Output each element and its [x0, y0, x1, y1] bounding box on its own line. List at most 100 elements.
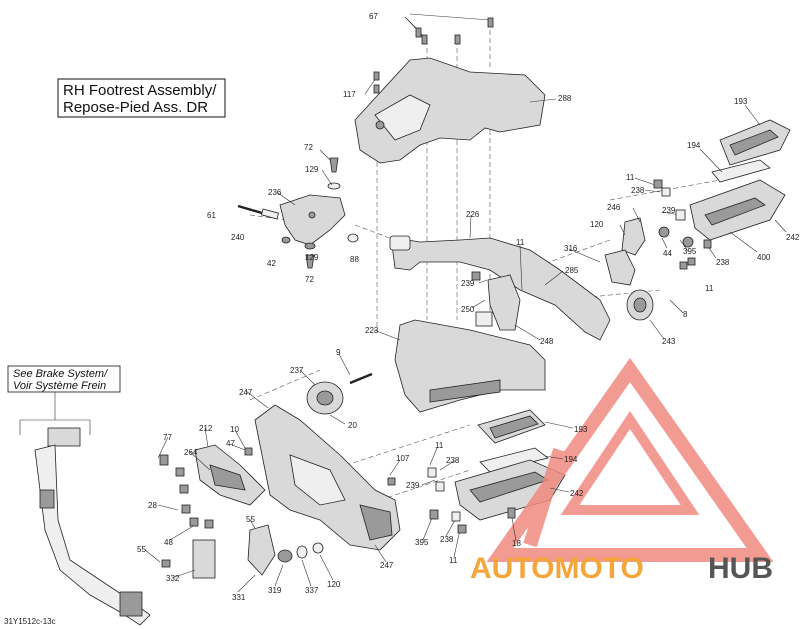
- part-193-grip-lower: [489, 415, 539, 439]
- callout-238-d: 238: [440, 535, 454, 544]
- callout-55-b: 55: [137, 545, 146, 554]
- callout-120-b: 120: [327, 580, 341, 589]
- leader-lines: [144, 13, 787, 593]
- callout-117: 117: [343, 90, 356, 99]
- part-212-grip: [209, 464, 246, 491]
- callout-11-e: 11: [449, 556, 458, 565]
- part-319-nut: [277, 549, 293, 563]
- callout-55-a: 55: [246, 515, 255, 524]
- callout-42: 42: [267, 259, 276, 268]
- callout-9: 9: [336, 348, 341, 357]
- callout-246: 246: [607, 203, 621, 212]
- figure-code: 31Y1512c-13c: [4, 617, 56, 626]
- callout-236: 236: [268, 188, 282, 197]
- brake-system-sketch: [19, 392, 151, 626]
- watermark-logo: [486, 357, 774, 562]
- brake-note-box: See Brake System/ Voir Système Frein: [7, 365, 121, 393]
- callout-193-top: 193: [734, 97, 748, 106]
- callout-numbers: 67 117 288 193 194 72 129 236 61 240 42 …: [137, 12, 800, 602]
- part-226-frame-tube: [391, 237, 611, 341]
- callout-247-top: 247: [239, 388, 253, 397]
- part-129-washer-top: [327, 182, 341, 190]
- part-246-mount: [621, 217, 646, 256]
- part-243-bore: [633, 297, 647, 313]
- title-box: RH Footrest Assembly/ Repose-Pied Ass. D…: [57, 78, 226, 118]
- part-9-bolt: [349, 372, 373, 385]
- callout-240: 240: [231, 233, 245, 242]
- watermark-text: AUTOMOTO HUB: [470, 552, 773, 585]
- part-331-bracket: [247, 524, 276, 576]
- callout-47: 47: [226, 439, 235, 448]
- callout-238-a: 238: [631, 186, 645, 195]
- title-line-2: Repose-Pied Ass. DR: [63, 99, 208, 116]
- callout-395-b: 395: [415, 538, 429, 547]
- callout-238-b: 238: [716, 258, 730, 267]
- callout-18: 18: [512, 539, 521, 548]
- callout-239-a: 239: [662, 206, 676, 215]
- callout-337: 337: [305, 586, 319, 595]
- part-337-washer: [296, 545, 308, 559]
- callout-44: 44: [663, 249, 672, 258]
- part-316-guard: [604, 249, 636, 286]
- callout-239-c: 239: [406, 481, 420, 490]
- callout-316: 316: [564, 244, 578, 253]
- part-288-hole: [375, 120, 385, 130]
- callout-288: 288: [558, 94, 572, 103]
- callout-120-a: 120: [590, 220, 604, 229]
- part-194-plate-lower: [479, 447, 549, 473]
- part-247-web: [289, 454, 346, 506]
- callout-48: 48: [164, 538, 173, 547]
- callout-247-bottom: 247: [380, 561, 394, 570]
- callout-8: 8: [683, 310, 688, 319]
- callout-11-d: 11: [435, 441, 444, 450]
- callout-72-top: 72: [304, 143, 313, 152]
- part-88-washer: [347, 233, 359, 243]
- part-242-grip-top: [704, 197, 766, 226]
- title-line-1: RH Footrest Assembly/: [63, 82, 217, 99]
- part-193-grip: [729, 129, 779, 156]
- callout-264: 264: [184, 448, 198, 457]
- part-236-hole: [308, 211, 316, 219]
- callout-194-lower: 194: [564, 455, 578, 464]
- brake-note-line-2: Voir Système Frein: [13, 380, 106, 392]
- callout-129-bottom: 129: [305, 253, 319, 262]
- callout-194-top: 194: [687, 141, 701, 150]
- callout-250: 250: [461, 305, 475, 314]
- part-223-fins: [429, 379, 501, 403]
- callout-28: 28: [148, 501, 157, 510]
- part-236-bracket: [279, 194, 346, 246]
- callout-332: 332: [166, 574, 180, 583]
- part-72-bolt-bottom: [305, 254, 315, 269]
- part-248-plate: [487, 274, 521, 331]
- callout-67: 67: [369, 12, 378, 21]
- callout-237: 237: [290, 366, 304, 375]
- callout-223: 223: [365, 326, 379, 335]
- part-240-spacer: [261, 208, 279, 220]
- part-288-inner: [374, 94, 431, 141]
- hardware-fasteners: [159, 17, 712, 568]
- part-194-plate-top: [711, 159, 771, 183]
- watermark-word-hub: HUB: [708, 552, 773, 585]
- callout-88: 88: [350, 255, 359, 264]
- callout-395-a: 395: [683, 247, 697, 256]
- callout-285: 285: [565, 266, 579, 275]
- part-226-bushing: [389, 235, 411, 251]
- callout-72-bottom: 72: [305, 275, 314, 284]
- callout-400: 400: [757, 253, 771, 262]
- part-61-bolt: [237, 204, 263, 215]
- callout-243: 243: [662, 337, 676, 346]
- callout-248: 248: [540, 337, 554, 346]
- callout-107: 107: [396, 454, 410, 463]
- callout-212: 212: [199, 424, 213, 433]
- part-332-cover: [192, 539, 216, 579]
- callout-61: 61: [207, 211, 216, 220]
- part-237-bore: [316, 390, 334, 406]
- callout-239-b: 239: [461, 279, 475, 288]
- callout-129-top: 129: [305, 165, 319, 174]
- callout-242-lower: 242: [570, 489, 584, 498]
- part-247-lower: [359, 504, 393, 541]
- callout-20: 20: [348, 421, 357, 430]
- callout-226: 226: [466, 210, 480, 219]
